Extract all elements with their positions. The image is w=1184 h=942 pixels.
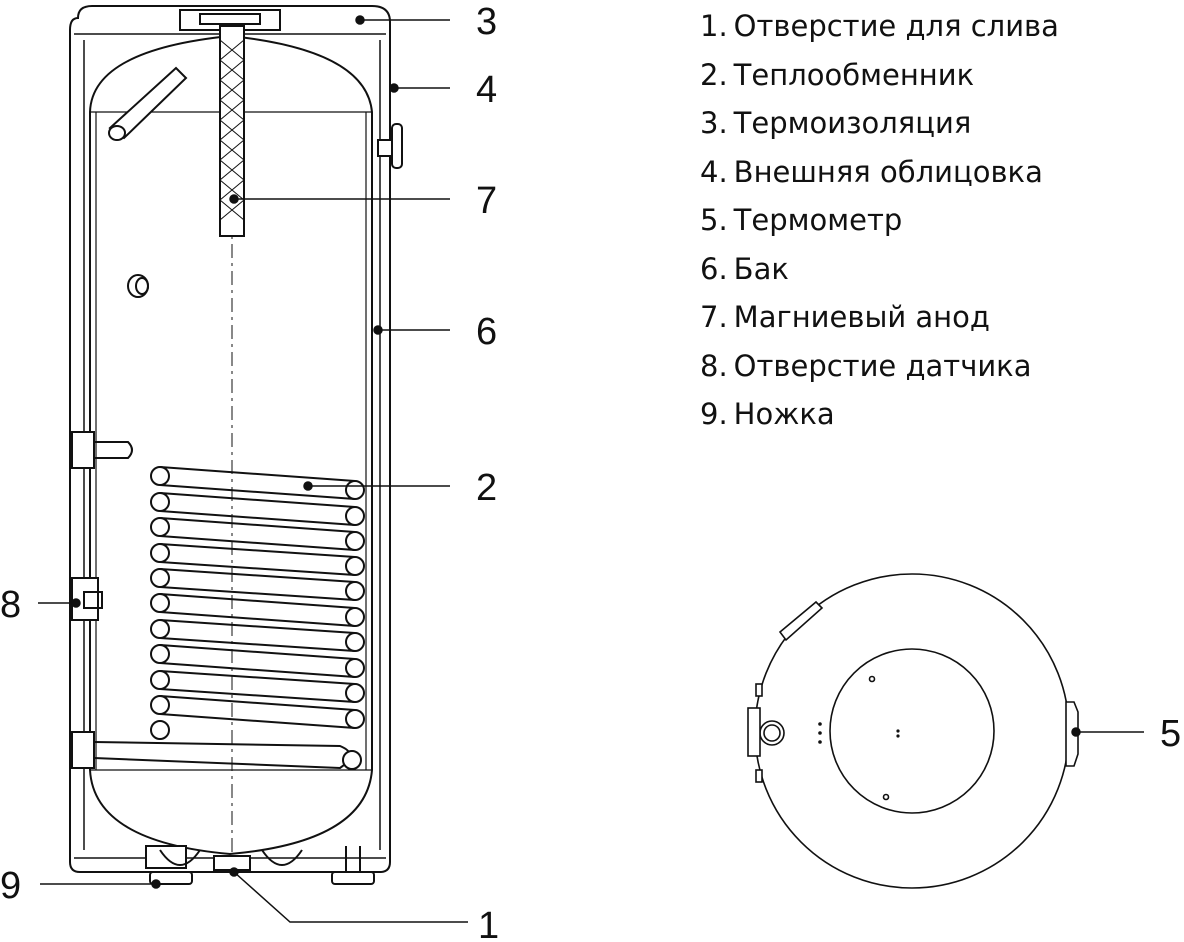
- legend-label: Термометр: [733, 203, 903, 237]
- legend-label: Отверстие для слива: [733, 9, 1059, 43]
- callout-1: 1: [478, 905, 499, 942]
- callout-2: 2: [476, 467, 497, 509]
- boiler-top-view: [747, 573, 1079, 889]
- component-legend: 1.Отверстие для слива 2.Теплообменник 3.…: [700, 2, 1059, 439]
- legend-number: 3.: [700, 106, 728, 140]
- callout-3: 3: [476, 1, 497, 43]
- callout-5: 5: [1160, 713, 1181, 755]
- callout-7: 7: [476, 180, 497, 222]
- legend-number: 5.: [700, 203, 728, 237]
- legend-label: Термоизоляция: [733, 106, 972, 140]
- callout-8: 8: [0, 584, 21, 626]
- callout-4: 4: [476, 69, 497, 111]
- boiler-front-view: [69, 5, 403, 885]
- legend-item: 3.Термоизоляция: [700, 99, 1059, 148]
- legend-item: 4.Внешняя облицовка: [700, 148, 1059, 197]
- legend-label: Отверстие датчика: [733, 348, 1032, 383]
- legend-label: Бак: [733, 251, 789, 286]
- legend-item: 9.Ножка: [700, 390, 1059, 439]
- legend-label: Теплообменник: [733, 57, 975, 92]
- legend-label: Магниевый анод: [733, 300, 990, 334]
- legend-number: 6.: [700, 251, 728, 286]
- legend-number: 2.: [700, 57, 728, 92]
- top-view-inner-circle: [829, 648, 995, 814]
- legend-number: 8.: [700, 348, 728, 383]
- callout-6: 6: [476, 311, 497, 353]
- legend-label: Ножка: [733, 397, 835, 431]
- legend-number: 7.: [700, 300, 728, 334]
- callout-9: 9: [0, 865, 21, 907]
- legend-item: 7.Магниевый анод: [700, 293, 1059, 342]
- legend-number: 1.: [700, 9, 728, 43]
- leg-left: [149, 871, 193, 885]
- legend-number: 9.: [700, 397, 728, 431]
- heat-exchanger-coil: [150, 466, 365, 770]
- legend-item: 1.Отверстие для слива: [700, 2, 1059, 51]
- outer-casing: [69, 5, 391, 873]
- legend-item: 6.Бак: [700, 245, 1059, 294]
- leg-right: [331, 871, 375, 885]
- top-view-bracket: [778, 600, 824, 642]
- legend-number: 4.: [700, 154, 728, 189]
- legend-label: Внешняя облицовка: [733, 154, 1043, 189]
- legend-item: 5.Термометр: [700, 196, 1059, 245]
- legend-item: 8.Отверстие датчика: [700, 342, 1059, 391]
- legend-item: 2.Теплообменник: [700, 51, 1059, 100]
- leader-lines: [38, 15, 1144, 923]
